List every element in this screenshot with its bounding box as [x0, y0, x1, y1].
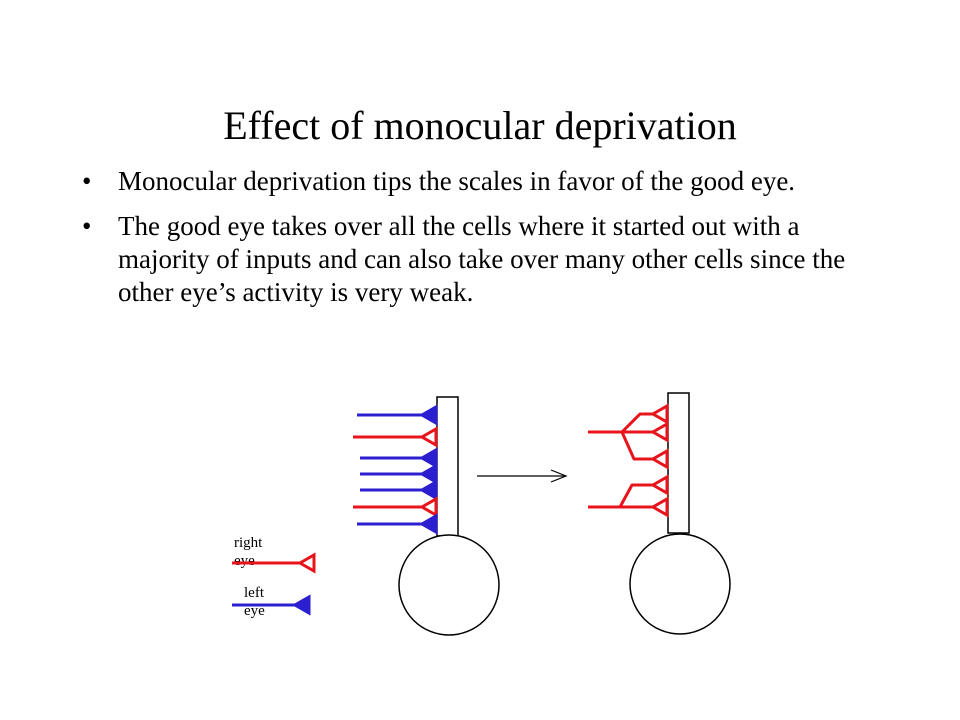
legend-left-eye-axon	[232, 594, 311, 616]
neuron-after	[588, 392, 731, 635]
legend: right eye left eye	[232, 535, 316, 619]
left-eye-terminal	[418, 479, 438, 501]
input-axon-right-eye	[353, 496, 438, 518]
branched-axon-upper	[588, 403, 669, 470]
bullet-item-2: • The good eye takes over all the cells …	[82, 210, 882, 309]
right-eye-terminal	[418, 426, 438, 448]
branch-line	[618, 483, 655, 508]
dendrite-before	[436, 396, 459, 537]
legend-right-label-2: eye	[234, 553, 255, 569]
right-eye-terminal	[418, 496, 438, 518]
right-eye-terminal	[296, 552, 316, 574]
bullet-marker: •	[82, 166, 92, 196]
bullet-text-2: The good eye takes over all the cells wh…	[118, 211, 846, 307]
slide-title: Effect of monocular deprivation	[223, 103, 737, 148]
branched-axon-lower	[588, 474, 669, 518]
transition-arrow	[477, 469, 568, 483]
neuron-before	[353, 396, 500, 636]
legend-left-label-1: left	[244, 585, 265, 601]
input-axon-left-eye	[357, 404, 438, 426]
right-eye-terminal	[649, 448, 669, 470]
cell-body-after	[629, 533, 731, 635]
input-axon-left-eye	[360, 463, 438, 485]
right-eye-terminal	[649, 496, 669, 518]
bullet-item-1: • Monocular deprivation tips the scales …	[82, 165, 882, 198]
left-eye-terminal	[418, 513, 438, 535]
right-eye-terminal	[649, 474, 669, 496]
input-axon-left-eye	[360, 447, 438, 469]
left-eye-terminal	[418, 463, 438, 485]
legend-right-label-1: right	[234, 535, 263, 551]
right-eye-terminal	[649, 403, 669, 425]
cell-body-before	[398, 534, 500, 636]
left-eye-terminal	[418, 404, 438, 426]
input-axon-left-eye	[357, 513, 438, 535]
branch-line	[620, 412, 655, 434]
right-eye-terminal	[649, 421, 669, 443]
legend-left-label-2: eye	[244, 603, 265, 619]
branch-line	[620, 431, 655, 461]
branched-axons-after	[588, 403, 669, 518]
left-eye-terminal	[291, 594, 311, 616]
dendrite-after	[667, 392, 690, 534]
legend-right-eye-axon	[232, 552, 316, 574]
bullet-list: • Monocular deprivation tips the scales …	[82, 165, 882, 321]
left-eye-terminal	[418, 447, 438, 469]
bullet-marker: •	[82, 211, 92, 241]
inputs-before	[353, 404, 438, 535]
input-axon-left-eye	[360, 479, 438, 501]
input-axon-right-eye	[353, 426, 438, 448]
bullet-text-1: Monocular deprivation tips the scales in…	[118, 166, 796, 196]
